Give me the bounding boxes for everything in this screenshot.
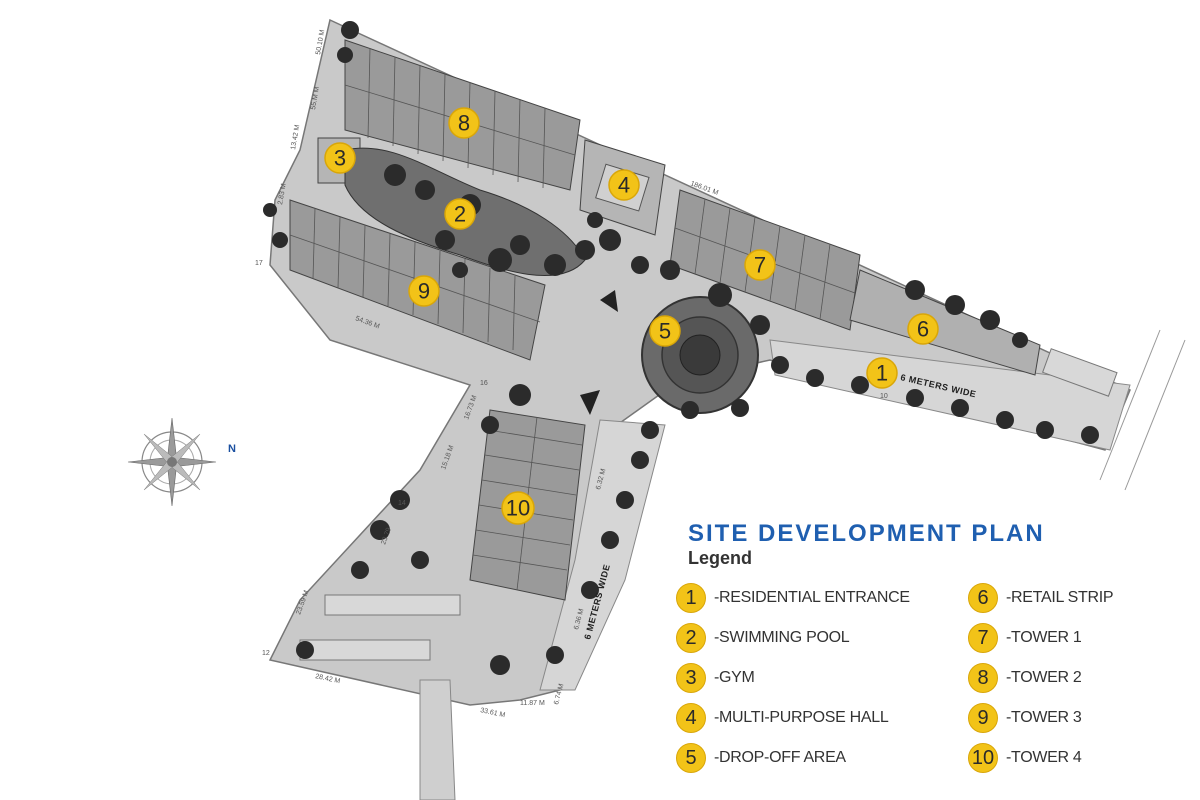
dimension-label: 13.42 M — [290, 124, 301, 150]
map-marker-6[interactable]: 6 — [907, 313, 939, 345]
legend-badge: 1 — [676, 583, 706, 613]
roundabout — [641, 296, 759, 414]
legend-item[interactable]: 4 -MULTI-PURPOSE HALL — [676, 698, 910, 738]
map-marker-3[interactable]: 3 — [324, 142, 356, 174]
dimension-label: 33.61 M — [480, 707, 506, 719]
legend-label: -TOWER 4 — [1006, 749, 1082, 766]
map-marker-number: 8 — [458, 111, 470, 136]
map-marker-number: 3 — [334, 146, 346, 171]
legend-heading: Legend — [688, 548, 753, 568]
dimension-label: 2.83 M — [277, 183, 288, 205]
dimension-label: 14 — [398, 500, 406, 507]
compass-north-label: N — [228, 443, 236, 455]
legend-badge: 4 — [676, 703, 706, 733]
compass-rose-icon — [127, 417, 217, 507]
legend-label: -MULTI-PURPOSE HALL — [714, 709, 889, 726]
legend-panel: SITE DEVELOPMENT PLAN Legend 1 -RESIDENT… — [668, 520, 1114, 780]
side-road — [539, 419, 666, 691]
map-marker-number: 10 — [506, 496, 530, 521]
legend-label: -TOWER 2 — [1006, 669, 1082, 686]
map-marker-10[interactable]: 10 — [501, 491, 535, 525]
legend-badge: 10 — [968, 743, 998, 773]
legend-column-left: 1 -RESIDENTIAL ENTRANCE 2 -SWIMMING POOL… — [676, 578, 910, 778]
dimension-label: 55.M M — [310, 86, 321, 110]
map-marker-number: 1 — [876, 361, 888, 386]
legend-item[interactable]: 8 -TOWER 2 — [968, 658, 1113, 698]
legend-badge: 8 — [968, 663, 998, 693]
map-marker-number: 2 — [454, 202, 466, 227]
map-marker-1[interactable]: 1 — [866, 357, 898, 389]
trees — [263, 21, 1099, 675]
map-marker-number: 4 — [618, 173, 630, 198]
legend-label: -TOWER 1 — [1006, 629, 1082, 646]
legend-badge: 7 — [968, 623, 998, 653]
map-marker-7[interactable]: 7 — [744, 249, 776, 281]
legend-badge: 6 — [968, 583, 998, 613]
legend-label: -GYM — [714, 669, 755, 686]
map-marker-5[interactable]: 5 — [649, 315, 681, 347]
map-marker-number: 9 — [418, 279, 430, 304]
legend-badge: 9 — [968, 703, 998, 733]
parking-area — [299, 348, 1118, 661]
map-marker-number: 7 — [754, 253, 766, 278]
legend-item[interactable]: 6 -RETAIL STRIP — [968, 578, 1114, 618]
legend-item[interactable]: 9 -TOWER 3 — [968, 698, 1113, 738]
legend-item[interactable]: 2 -SWIMMING POOL — [676, 618, 910, 658]
dimension-label: 17 — [255, 260, 263, 267]
map-marker-number: 6 — [917, 317, 929, 342]
legend-column-right: 6 -RETAIL STRIP 7 -TOWER 1 8 -TOWER 2 9 … — [968, 578, 1114, 778]
legend-label: -SWIMMING POOL — [714, 629, 850, 646]
dimension-label: 50.10 M — [315, 29, 326, 55]
dimension-label: 16 — [480, 380, 488, 387]
legend-item[interactable]: 3 -GYM — [676, 658, 910, 698]
dimension-label: 11.87 M — [520, 700, 545, 707]
map-marker-2[interactable]: 2 — [444, 198, 476, 230]
legend-badge: 5 — [676, 743, 706, 773]
legend-label: -DROP-OFF AREA — [714, 749, 846, 766]
dimension-label: 12 — [262, 650, 270, 657]
legend-item[interactable]: 1 -RESIDENTIAL ENTRANCE — [676, 578, 910, 618]
map-marker-number: 5 — [659, 319, 671, 344]
legend-label: -RETAIL STRIP — [1006, 589, 1114, 606]
legend-label: -RESIDENTIAL ENTRANCE — [714, 589, 910, 606]
plan-title: SITE DEVELOPMENT PLAN — [688, 520, 1045, 547]
legend-item[interactable]: 7 -TOWER 1 — [968, 618, 1113, 658]
map-marker-8[interactable]: 8 — [448, 107, 480, 139]
legend-item[interactable]: 5 -DROP-OFF AREA — [676, 738, 910, 778]
access-road — [419, 679, 456, 800]
map-marker-9[interactable]: 9 — [408, 275, 440, 307]
legend-badge: 3 — [676, 663, 706, 693]
legend-item[interactable]: 10 -TOWER 4 — [968, 738, 1113, 778]
legend-label: -TOWER 3 — [1006, 709, 1082, 726]
legend-badge: 2 — [676, 623, 706, 653]
map-marker-4[interactable]: 4 — [608, 169, 640, 201]
dimension-label: 10 — [880, 393, 888, 400]
